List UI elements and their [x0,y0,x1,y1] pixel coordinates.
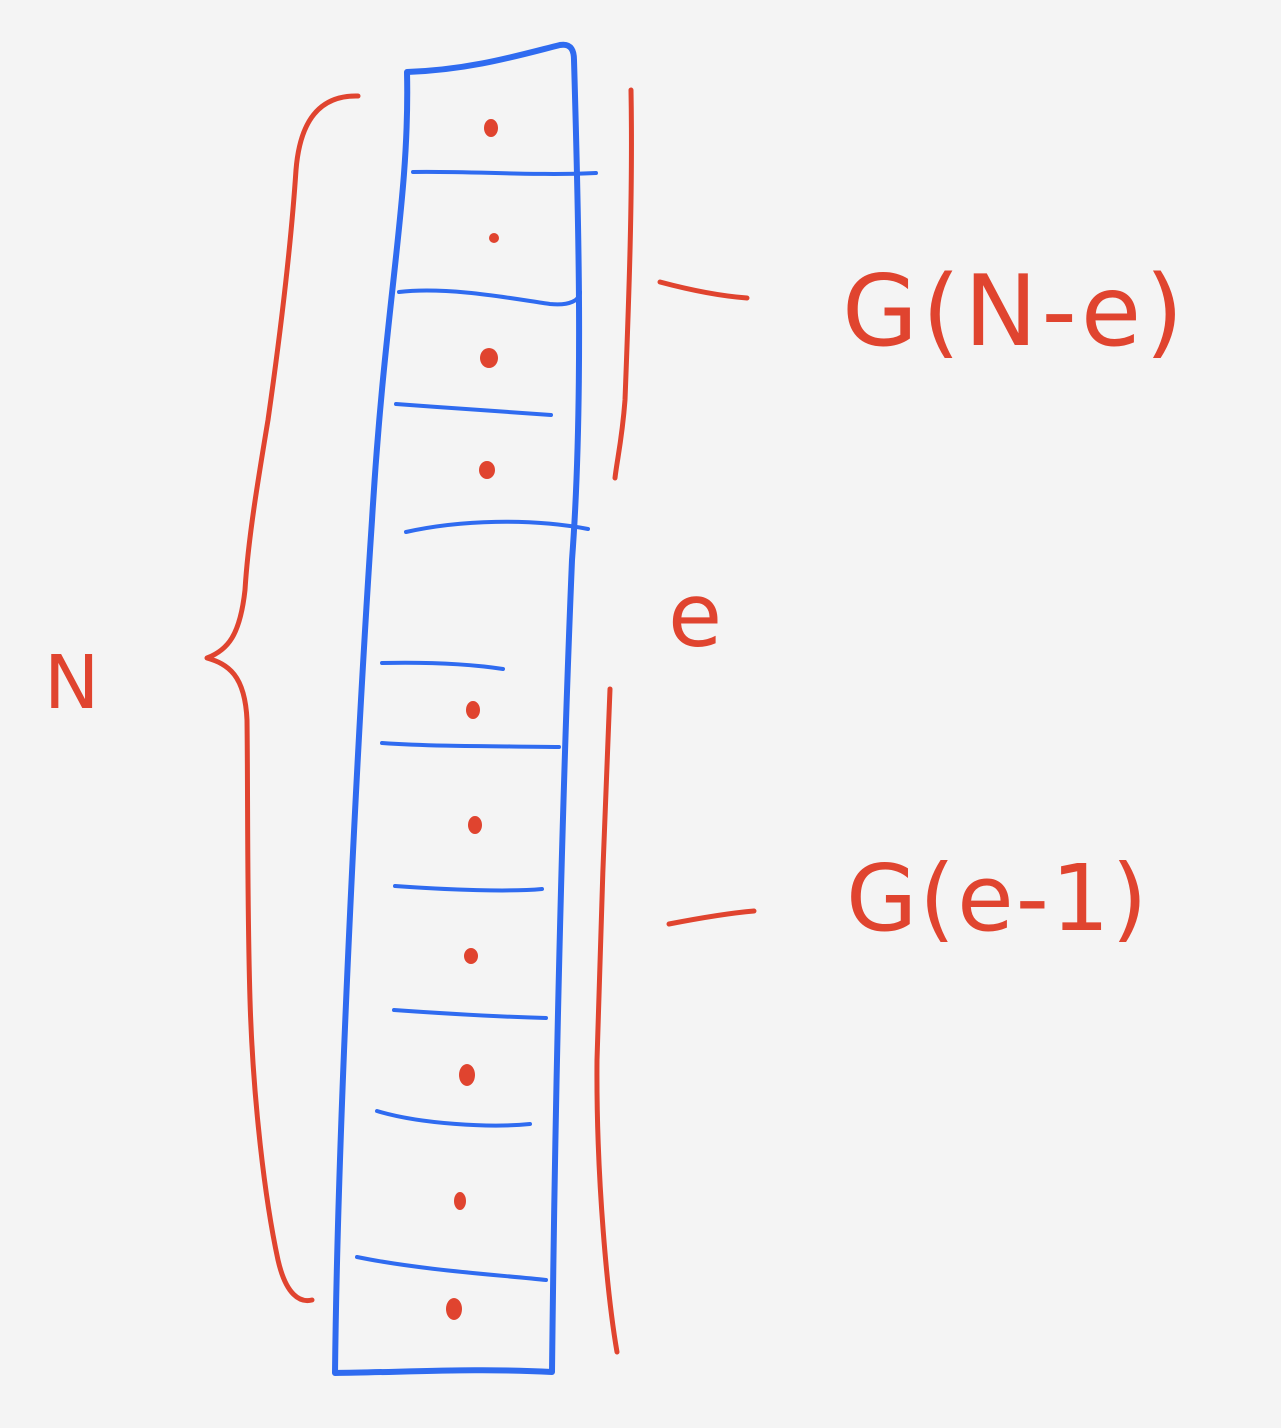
cell-dot [484,119,498,137]
cell-divider [411,169,598,176]
cell-dots [446,119,499,1320]
upper-group-label: G(N-e) [842,255,1187,369]
cell-divider [394,402,553,417]
lower-group-leader [666,908,757,927]
cell-divider [380,660,505,671]
upper-group-leader [657,279,750,301]
total-brace [204,93,361,1304]
divider-lines-upper [394,169,598,534]
column-outline [332,41,583,1376]
total-label: N [44,640,99,726]
cell-divider [392,1008,548,1020]
cell-dot [468,816,482,834]
cell-divider [404,519,590,534]
cell-divider [355,1255,548,1282]
cell-dot [489,233,499,243]
upper-group-bracket [612,87,634,481]
cell-dot [464,948,478,964]
divider-lines-lower [355,660,561,1282]
cell-divider [375,1109,532,1128]
cell-dot [446,1298,462,1320]
element-label: e [668,564,722,667]
cell-divider [393,884,544,893]
cell-divider [380,741,561,749]
cell-divider [397,288,582,307]
cell-dot [479,461,495,479]
lower-group-label: G(e-1) [846,845,1149,952]
cell-dot [466,701,480,719]
cell-dot [480,348,498,368]
cell-dot [454,1192,466,1210]
cell-dot [459,1064,475,1086]
lower-group-bracket [594,686,620,1355]
